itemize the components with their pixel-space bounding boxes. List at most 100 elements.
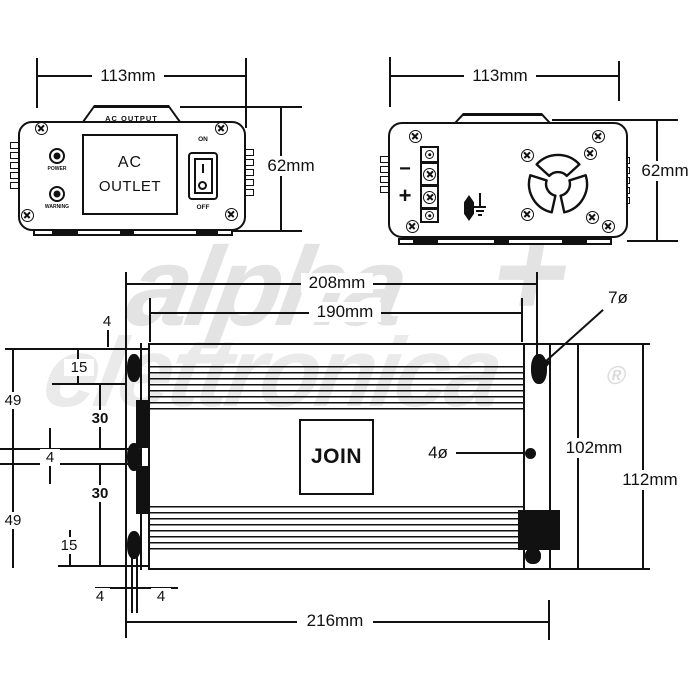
- fan-screw-icon: [520, 207, 534, 221]
- screw-icon: [405, 219, 419, 233]
- top-view-body-outline: [148, 343, 525, 570]
- ext-line: [552, 119, 678, 121]
- switch-off-mark: [198, 181, 207, 190]
- ext-line: [525, 343, 650, 345]
- hole-callout-4: 4ø: [422, 443, 454, 463]
- fan-screw-icon: [583, 146, 597, 160]
- dim-line: [642, 345, 644, 570]
- switch-off-label: OFF: [196, 204, 210, 211]
- dim-112: 112mm: [613, 470, 687, 490]
- power-led: [49, 148, 65, 164]
- fan-screw-icon: [520, 148, 534, 162]
- ground-icon: [475, 210, 484, 212]
- warning-led: [49, 186, 65, 202]
- small-hole: [524, 448, 536, 459]
- dim-216: 216mm: [297, 611, 373, 631]
- ac-outlet-panel: AC OUTLET: [82, 134, 178, 215]
- rear-height-dim: 62mm: [636, 161, 694, 181]
- heatsink-fin-band: [150, 366, 523, 410]
- terminal-negative-label: −: [399, 158, 411, 180]
- ground-icon: [479, 193, 481, 207]
- dim-102: 102mm: [558, 438, 630, 458]
- ext-line: [525, 568, 650, 570]
- screw-icon: [20, 208, 34, 222]
- mounting-tab: [531, 354, 547, 384]
- warning-led-label: WARNING: [44, 204, 70, 210]
- front-top-tab-face: AC OUTPUT: [84, 108, 180, 124]
- dim-tick: [389, 57, 391, 107]
- dim-190: 190mm: [309, 302, 381, 322]
- terminal-screw-icon: [425, 150, 434, 159]
- mounting-tab: [127, 354, 141, 382]
- foot-pad: [413, 239, 438, 244]
- terminal-screw-icon[interactable]: [423, 190, 436, 204]
- screw-icon: [224, 207, 238, 221]
- dim-tick: [36, 58, 38, 108]
- screw-icon: [214, 121, 228, 135]
- ac-outlet-line1: AC: [117, 154, 143, 171]
- join-logo-box: JOIN: [299, 419, 374, 495]
- power-led-label: POWER: [47, 166, 67, 172]
- screw-icon: [408, 129, 422, 143]
- foot-pad: [196, 230, 218, 235]
- dim-tick: [548, 600, 550, 640]
- rear-top-tab-face: [454, 116, 552, 127]
- front-height-dim: 62mm: [262, 156, 320, 176]
- foot-pad: [562, 239, 587, 244]
- dim-line: [99, 463, 101, 566]
- fuse-icon: [464, 195, 474, 221]
- ext-line: [0, 448, 135, 450]
- left-dim-15-bottom: 15: [54, 537, 84, 555]
- left-dim-49-bottom: 49: [1, 512, 25, 530]
- ext-line: [5, 348, 148, 350]
- hole-callout-7: 7ø: [601, 288, 635, 308]
- ground-icon: [477, 214, 482, 216]
- flange-line: [140, 343, 142, 570]
- left-dim-15-top: 15: [64, 359, 94, 377]
- side-bracket: [136, 466, 148, 514]
- ext-line: [627, 240, 678, 242]
- front-width-dim: 113mm: [92, 66, 164, 86]
- left-dim-49-top: 49: [1, 392, 25, 410]
- dim-tick: [107, 330, 109, 347]
- switch-on-mark: [201, 164, 204, 173]
- dim-line: [52, 383, 127, 385]
- screw-icon: [601, 219, 615, 233]
- dim-tick: [618, 61, 620, 101]
- terminal-positive-label: +: [398, 183, 412, 208]
- mounting-tab: [127, 531, 141, 559]
- dc-connector: [518, 510, 560, 550]
- mounting-tab: [525, 548, 541, 564]
- left-dim-30-top: 30: [87, 410, 113, 428]
- ext-line: [0, 463, 135, 465]
- ext-line: [233, 230, 302, 232]
- ac-outlet-line2: OUTLET: [98, 178, 162, 195]
- dim-tick: [149, 298, 151, 342]
- left-dim-4-mid: 4: [40, 449, 60, 467]
- foot-pad: [494, 239, 509, 244]
- foot-pad: [120, 230, 134, 235]
- ext-line: [180, 106, 302, 108]
- screw-icon: [34, 121, 48, 135]
- dim-208: 208mm: [301, 273, 373, 293]
- switch-on-label: ON: [198, 136, 208, 143]
- left-dim-4-top: 4: [97, 313, 117, 331]
- dim-tick: [521, 298, 523, 342]
- heatsink-fin-band: [150, 506, 523, 551]
- dim-tick: [536, 272, 538, 366]
- dim-line: [58, 565, 148, 567]
- left-dim-4-bottom2: 4: [151, 588, 171, 606]
- dim-tick: [245, 58, 247, 128]
- terminal-screw-icon[interactable]: [423, 167, 436, 181]
- front-top-label: AC OUTPUT: [105, 113, 158, 123]
- flange-line: [549, 343, 551, 570]
- rear-width-dim: 113mm: [464, 66, 536, 86]
- ext-line: [131, 553, 133, 613]
- left-dim-4-bottom1: 4: [90, 588, 110, 606]
- terminal-screw-icon: [425, 211, 434, 220]
- mounting-tab: [127, 443, 141, 471]
- join-logo: JOIN: [310, 445, 362, 468]
- fan-screw-icon: [585, 210, 599, 224]
- watermark-registered-icon: ®: [604, 360, 629, 390]
- fan-icon: [527, 153, 589, 214]
